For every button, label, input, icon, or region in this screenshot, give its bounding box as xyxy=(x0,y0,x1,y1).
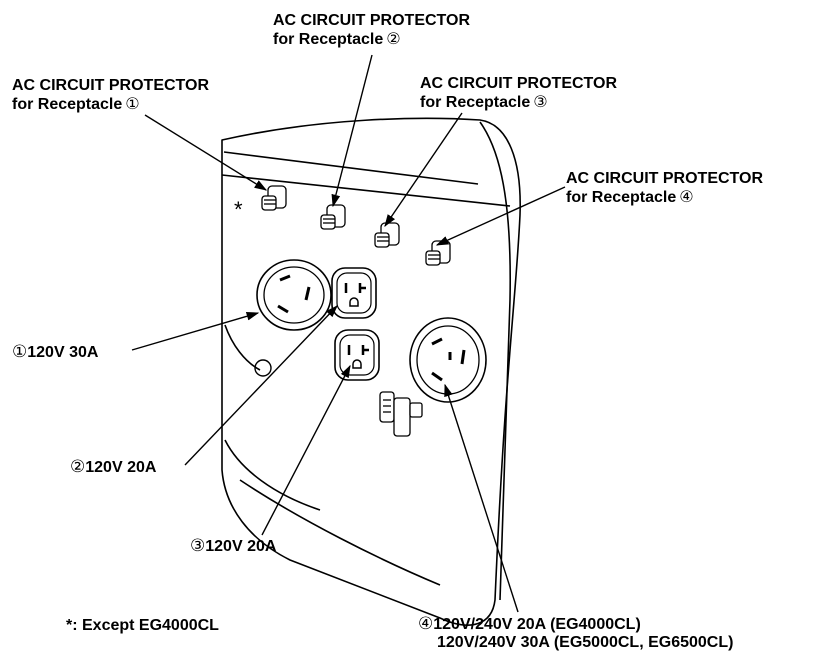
receptacle-1 xyxy=(256,259,332,331)
leader-receptacle-3 xyxy=(261,364,351,536)
panel-outline xyxy=(221,117,521,626)
label-receptacle-2-text: 120V 20A xyxy=(85,459,157,476)
label-protector-1-line2: for Receptacle xyxy=(12,96,123,113)
asterisk-mark: * xyxy=(234,197,243,222)
label-protector-4-line1: AC CIRCUIT PROTECTOR xyxy=(566,170,764,187)
label-receptacle-1-num: ① xyxy=(12,342,28,362)
label-receptacle-2-num: ② xyxy=(70,457,86,477)
label-receptacle-4: ④120V/240V 20A (EG4000CL) 120V/240V 30A … xyxy=(418,615,733,652)
label-receptacle-3: ③120V 20A xyxy=(190,537,276,556)
label-receptacle-4-line1: 120V/240V 20A (EG4000CL) xyxy=(433,616,641,633)
circuit-protector-4 xyxy=(425,240,451,266)
label-receptacle-1-text: 120V 30A xyxy=(27,344,99,361)
label-receptacle-4-num: ④ xyxy=(418,614,434,634)
footnote: *: Except EG4000CL xyxy=(66,617,219,634)
circuit-protector-1 xyxy=(261,185,287,211)
label-protector-2-line2: for Receptacle xyxy=(273,31,384,48)
label-receptacle-3-num: ③ xyxy=(190,536,206,556)
receptacle-4 xyxy=(409,317,487,403)
circuit-protector-3 xyxy=(374,222,400,248)
leader-protector-2 xyxy=(331,54,373,208)
label-protector-1-num: ① xyxy=(125,94,140,113)
label-receptacle-4-line2: 120V/240V 30A (EG5000CL, EG6500CL) xyxy=(437,634,734,651)
label-protector-2-line1: AC CIRCUIT PROTECTOR xyxy=(273,12,471,29)
label-receptacle-2: ②120V 20A xyxy=(70,458,156,477)
leader-protector-1 xyxy=(144,114,268,191)
label-protector-4-line2: for Receptacle xyxy=(566,189,677,206)
leader-receptacle-4 xyxy=(444,383,519,613)
leader-receptacle-1 xyxy=(131,311,260,351)
label-protector-1-line1: AC CIRCUIT PROTECTOR xyxy=(12,77,210,94)
circuit-protector-2 xyxy=(320,204,346,230)
leader-receptacle-2 xyxy=(184,305,338,466)
receptacle-3 xyxy=(334,329,380,381)
ground-terminal xyxy=(379,391,423,437)
label-protector-3-num: ③ xyxy=(533,92,548,111)
label-protector-4-num: ④ xyxy=(679,187,694,206)
label-receptacle-1: ①120V 30A xyxy=(12,343,98,362)
receptacle-2 xyxy=(331,267,377,319)
label-protector-2-num: ② xyxy=(386,29,401,48)
leader-protector-3 xyxy=(384,112,463,228)
leader-protector-4 xyxy=(435,186,566,246)
label-protector-3-line2: for Receptacle xyxy=(420,94,531,111)
panel-screw-hole xyxy=(254,359,272,377)
label-receptacle-3-text: 120V 20A xyxy=(205,538,277,555)
label-protector-3-line1: AC CIRCUIT PROTECTOR xyxy=(420,75,618,92)
